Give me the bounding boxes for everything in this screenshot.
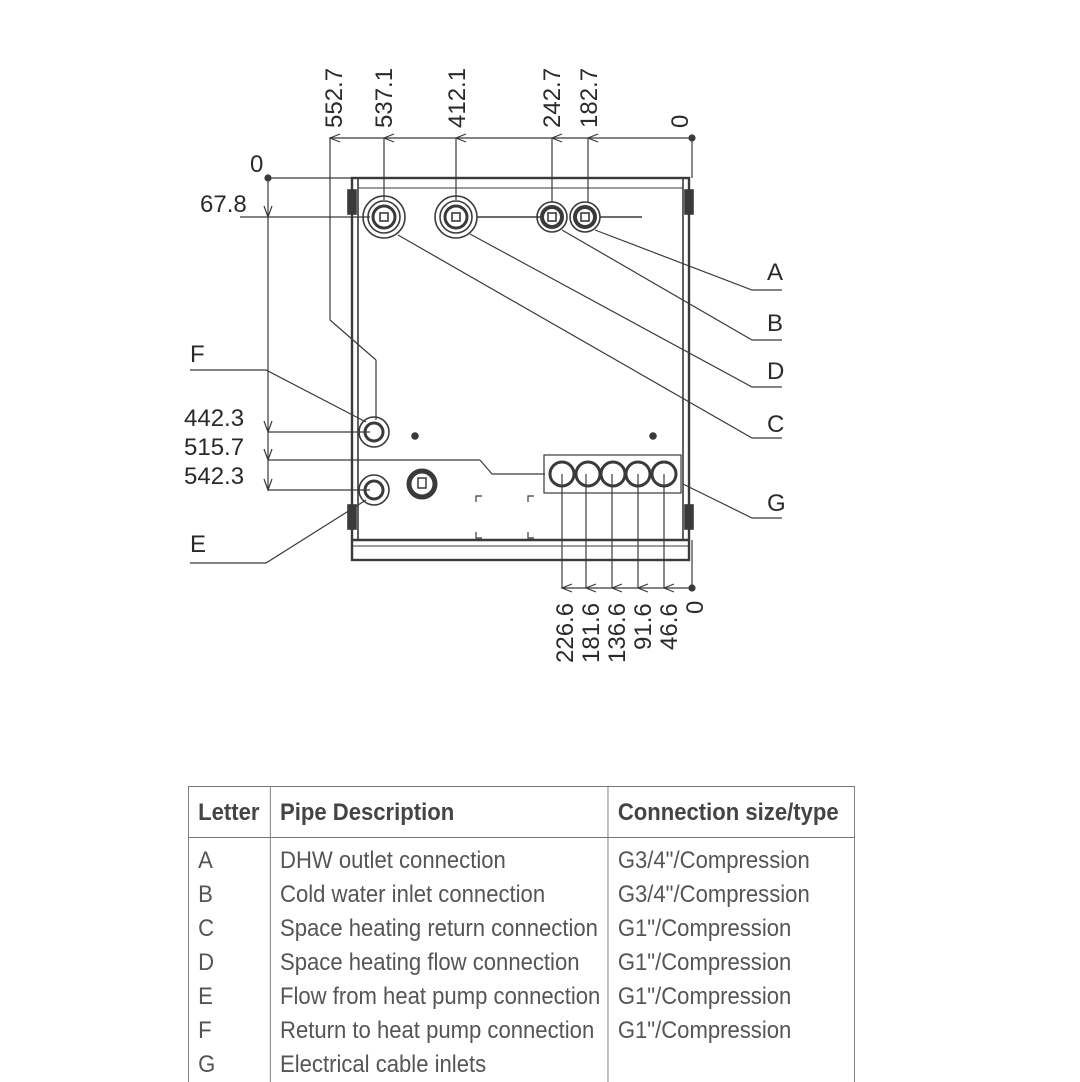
cell-description: Space heating flow connection bbox=[269, 946, 609, 980]
mounting-hole-icon bbox=[406, 468, 438, 500]
dim-label: 552.7 bbox=[321, 68, 348, 128]
connection-G-cable-inlets bbox=[543, 454, 682, 494]
table-row: D Space heating flow connection G1"/Comp… bbox=[188, 946, 855, 980]
cell-letter: A bbox=[188, 837, 271, 878]
cell-description: Space heating return connection bbox=[269, 912, 609, 946]
bottom-dimension-lines bbox=[560, 474, 696, 593]
table-row: A DHW outlet connection G3/4"/Compressio… bbox=[188, 837, 855, 878]
table-row: G Electrical cable inlets bbox=[188, 1048, 855, 1082]
header-pipe-description: Pipe Description bbox=[269, 786, 609, 838]
cell-letter: G bbox=[188, 1048, 271, 1082]
dim-label: 515.7 bbox=[184, 434, 244, 461]
dim-label: 182.7 bbox=[576, 68, 603, 128]
cell-connection bbox=[607, 1048, 855, 1082]
dim-label: 46.6 bbox=[656, 603, 683, 650]
header-letter: Letter bbox=[188, 786, 271, 838]
callout-labels: A B D C G F E bbox=[190, 259, 786, 558]
connection-A-fitting bbox=[569, 201, 601, 233]
unit-body bbox=[347, 176, 694, 562]
left-dimension-labels: 0 67.8 442.3 515.7 542.3 bbox=[184, 151, 263, 490]
bottom-dimension-labels: 226.6 181.6 136.6 91.6 46.6 0 bbox=[552, 601, 709, 663]
pipe-connection-table: Letter Pipe Description Connection size/… bbox=[188, 786, 855, 1082]
callout-leaders bbox=[190, 229, 782, 564]
dim-label: 0 bbox=[250, 151, 263, 178]
cell-letter: D bbox=[188, 946, 271, 980]
cell-description: Electrical cable inlets bbox=[269, 1048, 609, 1082]
connection-B-fitting bbox=[536, 201, 568, 233]
callout-E: E bbox=[190, 531, 206, 558]
dim-label: 542.3 bbox=[184, 463, 244, 490]
dim-label: 412.1 bbox=[444, 68, 471, 128]
knockout-markers bbox=[475, 495, 534, 539]
cell-letter: E bbox=[188, 980, 271, 1014]
table-row: B Cold water inlet connection G3/4"/Comp… bbox=[188, 878, 855, 912]
cell-description: Cold water inlet connection bbox=[269, 878, 609, 912]
top-dimension-labels: 552.7 537.1 412.1 242.7 182.7 0 bbox=[321, 68, 694, 128]
cell-connection: G3/4"/Compression bbox=[607, 878, 855, 912]
cell-letter: B bbox=[188, 878, 271, 912]
callout-G: G bbox=[767, 490, 786, 517]
dim-label: 91.6 bbox=[630, 603, 657, 650]
dim-label: 226.6 bbox=[552, 603, 579, 663]
callout-B: B bbox=[767, 310, 783, 337]
table-row: F Return to heat pump connection G1"/Com… bbox=[188, 1014, 855, 1048]
table-header-row: Letter Pipe Description Connection size/… bbox=[188, 786, 855, 838]
left-dimension-lines bbox=[240, 174, 545, 492]
connection-diagram: 552.7 537.1 412.1 242.7 182.7 0 0 67.8 4… bbox=[184, 68, 786, 663]
connection-E-fitting bbox=[358, 474, 390, 506]
cell-description: DHW outlet connection bbox=[269, 837, 609, 878]
header-connection-size: Connection size/type bbox=[607, 786, 855, 838]
callout-C: C bbox=[767, 411, 784, 438]
dim-label: 181.6 bbox=[578, 603, 605, 663]
cell-letter: F bbox=[188, 1014, 271, 1048]
table-row: C Space heating return connection G1"/Co… bbox=[188, 912, 855, 946]
dim-label: 242.7 bbox=[539, 68, 566, 128]
cell-connection: G1"/Compression bbox=[607, 1014, 855, 1048]
connection-F-fitting bbox=[358, 416, 390, 448]
cell-letter: C bbox=[188, 912, 271, 946]
cell-connection: G1"/Compression bbox=[607, 980, 855, 1014]
connection-D-fitting bbox=[362, 195, 406, 239]
dim-label: 0 bbox=[682, 601, 709, 614]
cell-description: Return to heat pump connection bbox=[269, 1014, 609, 1048]
top-dimension-lines bbox=[328, 133, 696, 420]
cell-description: Flow from heat pump connection bbox=[269, 980, 609, 1014]
cell-connection: G1"/Compression bbox=[607, 912, 855, 946]
dim-label: 67.8 bbox=[200, 191, 247, 218]
dim-label: 537.1 bbox=[371, 68, 398, 128]
connection-C-fitting bbox=[434, 195, 478, 239]
callout-A: A bbox=[767, 259, 783, 286]
dim-label: 136.6 bbox=[604, 603, 631, 663]
dim-label: 0 bbox=[667, 115, 694, 128]
callout-F: F bbox=[190, 341, 205, 368]
callout-D: D bbox=[767, 358, 784, 385]
dim-label: 442.3 bbox=[184, 405, 244, 432]
table-row: E Flow from heat pump connection G1"/Com… bbox=[188, 980, 855, 1014]
cell-connection: G1"/Compression bbox=[607, 946, 855, 980]
cell-connection: G3/4"/Compression bbox=[607, 837, 855, 878]
